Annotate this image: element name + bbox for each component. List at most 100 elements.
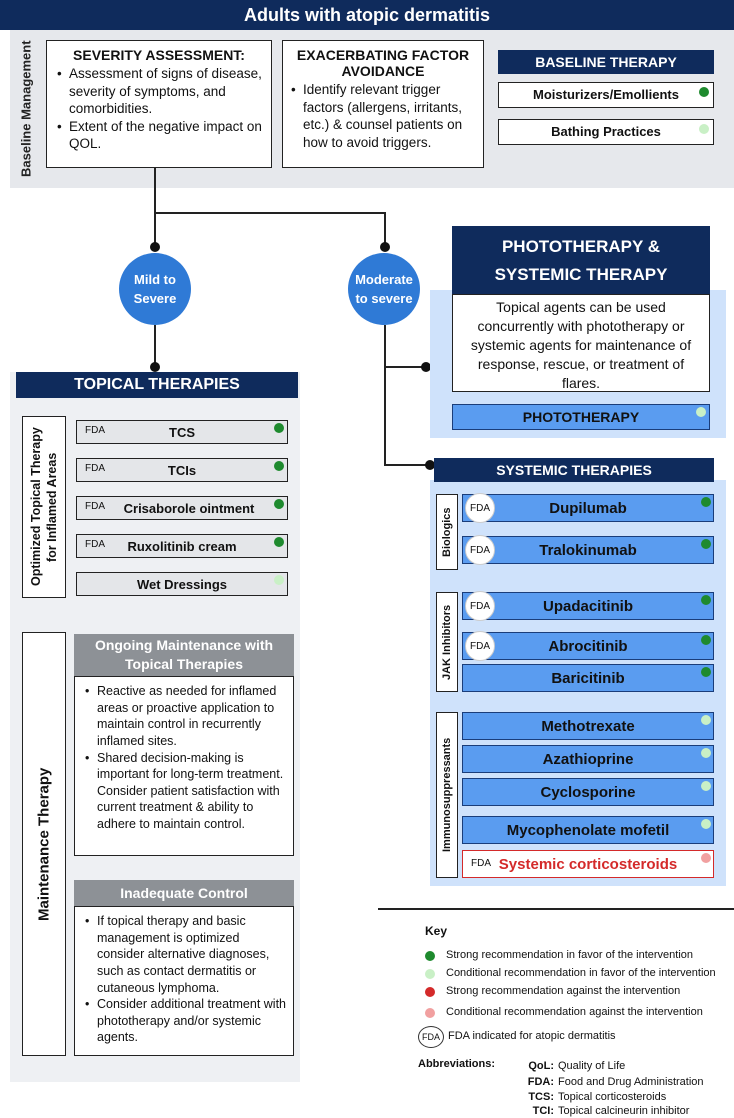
systemic-item-label: Mycophenolate mofetil	[506, 821, 670, 839]
severity-bullet: Extent of the negative impact on QOL.	[55, 118, 263, 153]
maintenance-side-box	[22, 632, 66, 1056]
abbreviations-label: Abbreviations:	[418, 1058, 496, 1070]
conditional-for-dot	[701, 748, 711, 758]
strong-for-dot	[701, 497, 711, 507]
jak-group-label: JAK Inhibitors	[441, 604, 453, 680]
connector-node	[380, 242, 390, 252]
moderate-label: Moderate to severe	[355, 271, 413, 307]
fda-marker: FDA	[471, 858, 491, 869]
conditional-for-dot	[696, 407, 706, 417]
systemic-item-azathioprine: Azathioprine	[462, 745, 714, 773]
topical-concurrent-note: Topical agents can be used concurrently …	[452, 294, 710, 392]
topical-item-label: Wet Dressings	[136, 576, 228, 592]
systemic-item-abrocitinib: FDA Abrocitinib	[462, 631, 714, 661]
baseline-therapy-item: Moisturizers/Emollients	[498, 82, 714, 108]
exacerbating-heading-line1: EXACERBATING FACTOR	[296, 47, 470, 63]
strong-for-dot	[701, 539, 711, 549]
conditional-for-dot	[274, 575, 284, 585]
abbr-key: TCI:	[532, 1105, 554, 1117]
topical-side-box	[22, 416, 66, 598]
moderate-to-severe-node: Moderate to severe	[348, 253, 420, 325]
phototherapy-systemic-heading: PHOTOTHERAPY & SYSTEMIC THERAPY	[452, 226, 710, 294]
systemic-item-cyclosporine: Cyclosporine	[462, 778, 714, 806]
strong-for-dot	[274, 423, 284, 433]
fda-marker: FDA	[465, 591, 495, 621]
abbr-value: Quality of Life	[558, 1060, 626, 1072]
topical-item-label: Ruxolitinib cream	[127, 538, 237, 554]
fda-marker: FDA	[465, 631, 495, 661]
systemic-item-tralokinumab: FDA Tralokinumab	[462, 535, 714, 565]
abbr-key: FDA:	[527, 1076, 554, 1088]
systemic-item-baricitinib: Baricitinib	[462, 664, 714, 692]
baseline-side-label: Baseline Management	[18, 40, 34, 178]
fda-marker: FDA	[85, 463, 105, 474]
topical-item-tcis: FDA TCIs	[76, 458, 288, 482]
connector-line	[384, 464, 430, 466]
key-conditional-for: Conditional recommendation in favor of t…	[446, 967, 716, 979]
strong-for-dot	[274, 461, 284, 471]
phototherapy-item: PHOTOTHERAPY	[452, 404, 710, 430]
inadequate-control-heading: Inadequate Control	[74, 880, 294, 906]
fda-marker: FDA	[85, 425, 105, 436]
systemic-item-label: Tralokinumab	[539, 541, 637, 559]
fda-marker: FDA	[465, 535, 495, 565]
connector-line	[154, 325, 156, 367]
exacerbating-bullet: Identify relevant trigger factors (aller…	[289, 81, 477, 151]
strong-for-dot	[274, 499, 284, 509]
immuno-group-box	[436, 712, 458, 878]
systemic-item-label: Abrocitinib	[548, 637, 628, 655]
strong-for-dot	[425, 951, 435, 961]
exacerbating-factor-box: EXACERBATING FACTOR AVOIDANCE Identify r…	[282, 40, 484, 168]
systemic-item-label: Cyclosporine	[540, 783, 636, 801]
strong-against-dot	[425, 987, 435, 997]
abbr-value: Topical calcineurin inhibitor	[558, 1105, 690, 1117]
connector-line	[154, 168, 156, 213]
biologics-group-label: Biologics	[441, 507, 453, 557]
key-strong-for: Strong recommendation in favor of the in…	[446, 949, 694, 961]
strong-for-dot	[274, 537, 284, 547]
inadequate-control-box: If topical therapy and basic management …	[74, 906, 294, 1056]
key-strong-against: Strong recommendation against the interv…	[446, 985, 681, 997]
topical-item-ruxolitinib: FDA Ruxolitinib cream	[76, 534, 288, 558]
connector-line	[384, 366, 426, 368]
systemic-item-label: Dupilumab	[549, 499, 627, 517]
ongoing-maintenance-box: Reactive as needed for inflamed areas or…	[74, 676, 294, 856]
topical-item-label: Crisaborole ointment	[123, 500, 255, 516]
strong-for-dot	[701, 595, 711, 605]
connector-node	[425, 460, 435, 470]
conditional-against-dot	[701, 853, 711, 863]
severity-assessment-box: SEVERITY ASSESSMENT: Assessment of signs…	[46, 40, 272, 168]
fda-marker: FDA	[85, 501, 105, 512]
systemic-heading: SYSTEMIC THERAPIES	[434, 458, 714, 482]
baseline-therapy-item: Bathing Practices	[498, 119, 714, 145]
abbr-key: TCS:	[528, 1091, 554, 1103]
key-fda: FDA indicated for atopic dermatitis	[448, 1030, 616, 1042]
topical-item-wet-dressings: Wet Dressings	[76, 572, 288, 596]
conditional-against-dot	[425, 1008, 435, 1018]
abbr-value: Topical corticosteroids	[558, 1091, 667, 1103]
connector-line	[154, 212, 386, 214]
systemic-item-label: Upadacitinib	[542, 597, 633, 615]
jak-group-box	[436, 592, 458, 692]
mild-to-severe-node: Mild to Severe	[119, 253, 191, 325]
inadequate-bullet: Consider additional treatment with photo…	[83, 996, 287, 1046]
systemic-item-methotrexate: Methotrexate	[462, 712, 714, 740]
ongoing-bullet: Reactive as needed for inflamed areas or…	[83, 683, 287, 750]
strong-for-dot	[699, 87, 709, 97]
topical-item-crisaborole: FDA Crisaborole ointment	[76, 496, 288, 520]
connector-node	[150, 362, 160, 372]
conditional-for-dot	[699, 124, 709, 134]
baseline-therapy-heading: BASELINE THERAPY	[498, 50, 714, 74]
conditional-for-dot	[425, 969, 435, 979]
inadequate-bullet: If topical therapy and basic management …	[83, 913, 287, 996]
conditional-for-dot	[701, 715, 711, 725]
exacerbating-heading-line2: AVOIDANCE	[341, 63, 425, 79]
fda-marker: FDA	[465, 493, 495, 523]
topical-item-label: TCIs	[167, 462, 197, 478]
baseline-therapy-label: Moisturizers/Emollients	[533, 87, 679, 102]
fda-symbol: FDA	[418, 1026, 444, 1048]
systemic-item-label: Baricitinib	[551, 669, 625, 687]
systemic-item-label: Systemic corticosteroids	[498, 855, 678, 873]
connector-line	[384, 325, 386, 465]
key-conditional-against: Conditional recommendation against the i…	[446, 1006, 703, 1018]
